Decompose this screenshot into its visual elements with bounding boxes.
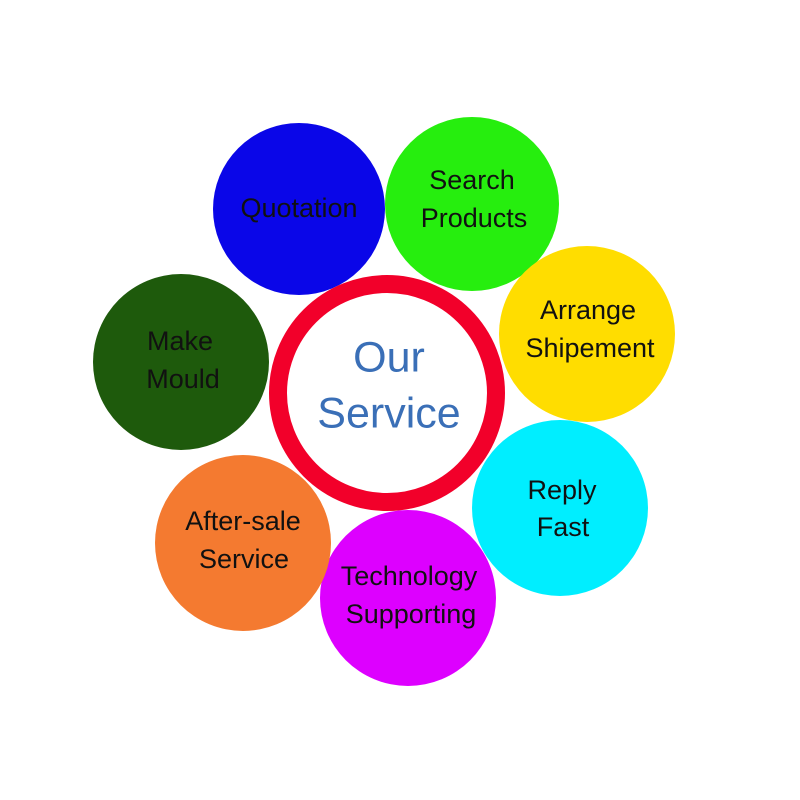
node-reply-fast-circle: [472, 420, 648, 596]
node-arrange-shipement: Arrange Shipement: [499, 246, 675, 422]
node-search-products: Search Products: [385, 117, 559, 291]
node-make-mould: Make Mould: [93, 274, 269, 450]
node-technology-supporting-label-line2: Supporting: [346, 599, 477, 629]
center-node: Our Service: [269, 275, 505, 511]
node-make-mould-label-line2: Mould: [146, 364, 220, 394]
node-make-mould-label-line1: Make: [147, 326, 213, 356]
node-technology-supporting-circle: [320, 510, 496, 686]
node-quotation-circle: [213, 123, 385, 295]
node-search-products-label-line2: Products: [421, 203, 528, 233]
node-reply-fast-label-line1: Reply: [527, 475, 597, 505]
node-after-sale-service: After-sale Service: [155, 455, 331, 631]
node-technology-supporting-label-line1: Technology: [341, 561, 478, 591]
center-label-line1: Our: [353, 333, 425, 381]
node-arrange-shipement-circle: [499, 246, 675, 422]
node-quotation-label: Quotation: [240, 193, 357, 223]
center-ring: [269, 275, 505, 511]
node-quotation: Quotation: [213, 123, 385, 295]
node-arrange-shipement-label-line2: Shipement: [525, 333, 655, 363]
node-arrange-shipement-label-line1: Arrange: [540, 295, 636, 325]
node-make-mould-circle: [93, 274, 269, 450]
node-reply-fast: Reply Fast: [472, 420, 648, 596]
node-after-sale-service-label-line1: After-sale: [185, 506, 301, 536]
node-search-products-label-line1: Search: [429, 165, 515, 195]
center-label-line2: Service: [317, 389, 460, 437]
node-after-sale-service-label-line2: Service: [199, 544, 289, 574]
node-reply-fast-label-line2: Fast: [537, 512, 590, 542]
node-search-products-circle: [385, 117, 559, 291]
node-after-sale-service-circle: [155, 455, 331, 631]
node-technology-supporting: Technology Supporting: [320, 510, 496, 686]
